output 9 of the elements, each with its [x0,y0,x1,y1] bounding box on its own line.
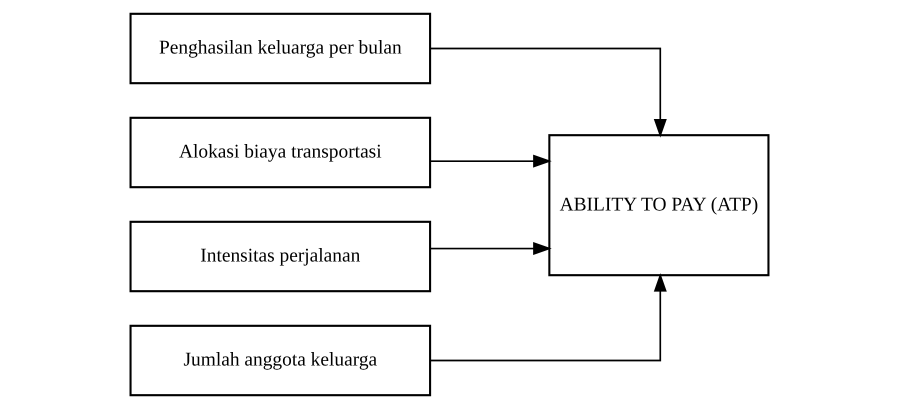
node-box: Penghasilan keluarga per bulan [129,12,431,84]
arrow [430,154,552,168]
node-box: Jumlah anggota keluarga [129,324,431,396]
node-box: Alokasi biaya transportasi [129,116,431,188]
node-box: ABILITY TO PAY (ATP) [548,134,769,276]
node-box: Intensitas perjalanan [129,220,431,292]
arrow [430,242,552,256]
arrow [430,273,666,362]
arrow [430,48,666,138]
